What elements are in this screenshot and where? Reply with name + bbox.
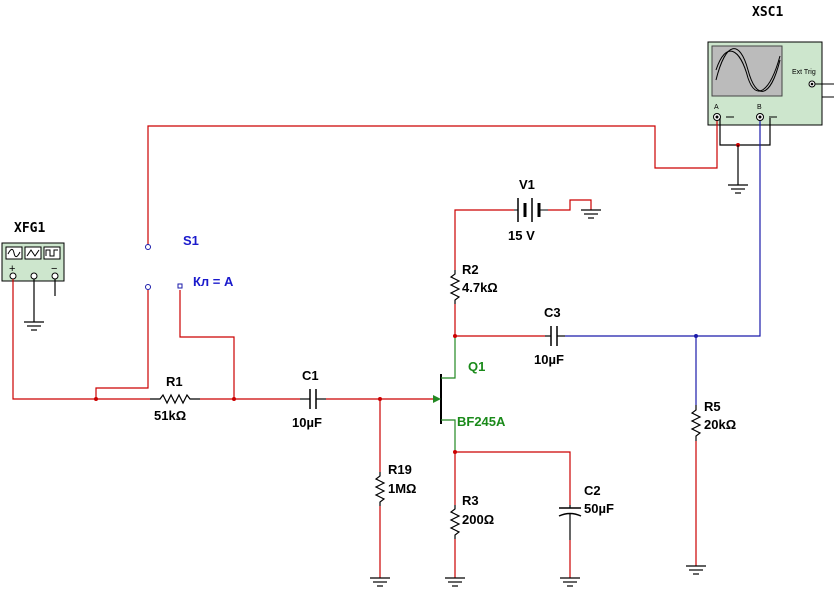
resistor-r1[interactable]: R1 51kΩ: [150, 374, 200, 423]
ground-symbol: [581, 209, 601, 219]
ext-trig-lead-2: [821, 92, 834, 98]
resistor-r5[interactable]: R5 20kΩ: [690, 399, 736, 441]
s1-common-wire: [95, 290, 149, 399]
jfet-q1[interactable]: Q1 BF245A: [433, 336, 506, 452]
r3-ref-label: R3: [462, 493, 479, 508]
r19-ref-label: R19: [388, 462, 412, 477]
ground-symbol: [24, 321, 44, 331]
c2-value-label: 50µF: [584, 501, 614, 516]
scope-a-wire: [147, 121, 718, 245]
function-generator-xfg1[interactable]: XFG1 + −: [1, 221, 65, 282]
c2-plate-bottom: [558, 512, 582, 517]
s1-key-label: Кл = A: [193, 274, 234, 289]
xsc1-ref-label: XSC1: [752, 5, 783, 20]
battery-v1[interactable]: V1 15 V: [508, 177, 548, 243]
r5-symbol: [690, 405, 702, 441]
triangle-wave-icon: [26, 249, 40, 257]
s1-contact-common[interactable]: [145, 284, 151, 290]
r5-ref-label: R5: [704, 399, 721, 414]
square-wave-icon: [45, 249, 58, 257]
capacitor-c3[interactable]: C3 10µF: [534, 305, 565, 367]
r5-value-label: 20kΩ: [704, 417, 736, 432]
ground-symbol: [560, 577, 580, 587]
ground-symbol: [370, 577, 390, 587]
v1-ground-wire: [548, 199, 592, 211]
q1-drain-lead: [441, 336, 456, 379]
junction-dot: [232, 397, 236, 401]
resistor-r3[interactable]: R3 200Ω: [449, 493, 494, 539]
s1-side-wire: [179, 290, 235, 399]
v1-ref-label: V1: [519, 177, 535, 192]
r19-symbol: [374, 472, 386, 506]
r3-symbol: [449, 505, 461, 539]
r2-value-label: 4.7kΩ: [462, 280, 498, 295]
capacitor-c1[interactable]: C1 10µF: [292, 368, 326, 430]
source-c2-wire: [455, 451, 571, 505]
oscilloscope-screen: [711, 45, 783, 97]
chan-b-label: B: [757, 104, 762, 111]
xfg1-common-terminal[interactable]: [30, 272, 38, 280]
screen-wave-icon: [715, 48, 781, 92]
v1-positive-wire: [454, 209, 514, 270]
q1-source-lead: [441, 419, 456, 452]
ext-trig-label: Ext Trig: [792, 69, 816, 76]
switch-s1[interactable]: S1 Кл = A: [145, 233, 235, 290]
oscilloscope-xsc1[interactable]: XSC1 Ext Trig A B: [707, 5, 834, 126]
r1-value-label: 51kΩ: [154, 408, 186, 423]
ext-trig-dot: [810, 82, 814, 86]
s1-ref-label: S1: [183, 233, 199, 248]
c3-ref-label: C3: [544, 305, 561, 320]
plus-label: +: [9, 263, 15, 275]
ground-symbol: [686, 565, 706, 575]
chan-b-dot: [758, 115, 762, 119]
minus-label: −: [51, 263, 57, 275]
ground-symbol: [728, 184, 748, 194]
input-wire: [12, 279, 150, 400]
c1-value-label: 10µF: [292, 415, 322, 430]
s1-contact-side[interactable]: [177, 283, 183, 289]
screen-wave-icon-2: [715, 50, 781, 92]
q1-ref-label: Q1: [468, 359, 485, 374]
xfg1-plus-terminal[interactable]: [9, 272, 17, 280]
r2-symbol: [449, 270, 461, 304]
xsc1-minus-wires: [719, 118, 771, 146]
junction-dot: [94, 397, 98, 401]
chan-a-label: A: [714, 104, 719, 111]
ground-symbol: [445, 577, 465, 587]
r2-ref-label: R2: [462, 262, 479, 277]
chan-a-dot: [715, 115, 719, 119]
s1-contact-top[interactable]: [145, 244, 151, 250]
xfg1-ref-label: XFG1: [14, 221, 45, 236]
output-wire: [565, 121, 761, 337]
c3-value-label: 10µF: [534, 352, 564, 367]
c2-ref-label: C2: [584, 483, 601, 498]
q1-model-label: BF245A: [457, 414, 506, 429]
resistor-r2[interactable]: R2 4.7kΩ: [449, 262, 498, 304]
resistor-r19[interactable]: R19 1MΩ: [374, 462, 416, 506]
xfg1-minus-terminal[interactable]: [51, 272, 59, 280]
sine-wave-icon: [7, 248, 21, 258]
v1-value-label: 15 V: [508, 228, 535, 243]
r19-value-label: 1MΩ: [388, 481, 416, 496]
c1-ref-label: C1: [302, 368, 319, 383]
q1-gate-arrow: [433, 395, 441, 403]
capacitor-c2[interactable]: C2 50µF: [558, 483, 614, 540]
r1-symbol: [150, 393, 200, 405]
r3-value-label: 200Ω: [462, 512, 494, 527]
r1-ref-label: R1: [166, 374, 183, 389]
